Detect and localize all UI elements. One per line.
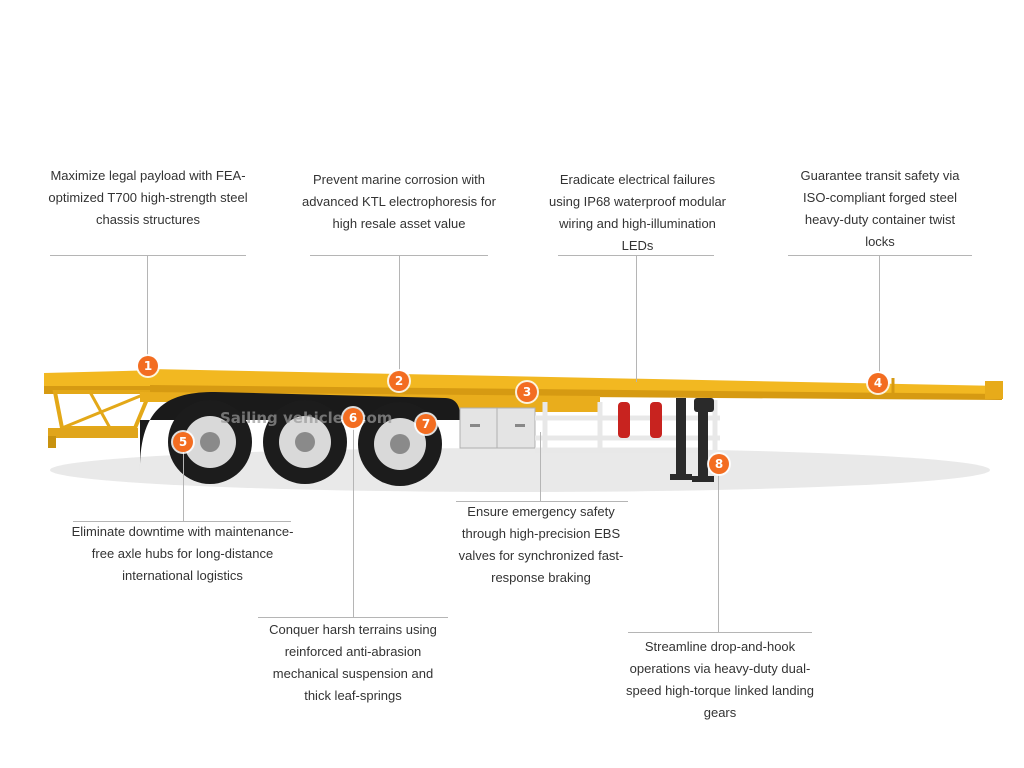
callout-4-leader xyxy=(879,256,880,372)
callout-5-text: Eliminate downtime with maintenance-free… xyxy=(71,524,294,583)
callout-7-rule xyxy=(456,501,628,502)
marker-4: 4 xyxy=(868,373,888,393)
watermark-text: Sailing vehicles.com xyxy=(220,409,392,427)
callout-1-leader xyxy=(147,256,148,356)
landing-gear xyxy=(670,398,714,482)
marker-8: 8 xyxy=(709,454,729,474)
callout-6-leader xyxy=(353,428,354,617)
callout-3-rule xyxy=(558,255,714,256)
fire-extinguishers xyxy=(618,402,662,438)
front-frame xyxy=(44,370,174,448)
callout-6-text: Conquer harsh terrains using reinforced … xyxy=(269,622,437,703)
callout-4-rule xyxy=(788,255,972,256)
callout-4-text: Guarantee transit safety via ISO-complia… xyxy=(800,168,960,249)
wheel-axle-2 xyxy=(263,400,347,484)
callout-2-rule xyxy=(310,255,488,256)
callout-8-rule xyxy=(628,632,812,633)
callout-2-text: Prevent marine corrosion with advanced K… xyxy=(302,172,496,231)
toolbox xyxy=(459,407,536,449)
callout-5-rule xyxy=(73,521,291,522)
callout-2-leader xyxy=(399,256,400,371)
callout-3-text: Eradicate electrical failures using IP68… xyxy=(548,172,727,253)
callout-1-rule xyxy=(50,255,246,256)
callout-5-leader xyxy=(183,450,184,522)
wheel-axle-1 xyxy=(168,400,252,484)
callout-3-leader xyxy=(636,256,637,382)
marker-1: 1 xyxy=(138,356,158,376)
marker-2: 2 xyxy=(389,371,409,391)
marker-7: 7 xyxy=(416,414,436,434)
marker-3: 3 xyxy=(517,382,537,402)
marker-6: 6 xyxy=(343,408,363,428)
marker-5: 5 xyxy=(173,432,193,452)
callout-1-text: Maximize legal payload with FEA-optimize… xyxy=(48,168,248,227)
callout-7-text: Ensure emergency safety through high-pre… xyxy=(458,504,624,585)
callout-8-leader xyxy=(718,474,719,632)
callout-8-text: Streamline drop-and-hook operations via … xyxy=(626,639,814,720)
callout-6-rule xyxy=(258,617,448,618)
callout-7-leader xyxy=(540,432,541,502)
